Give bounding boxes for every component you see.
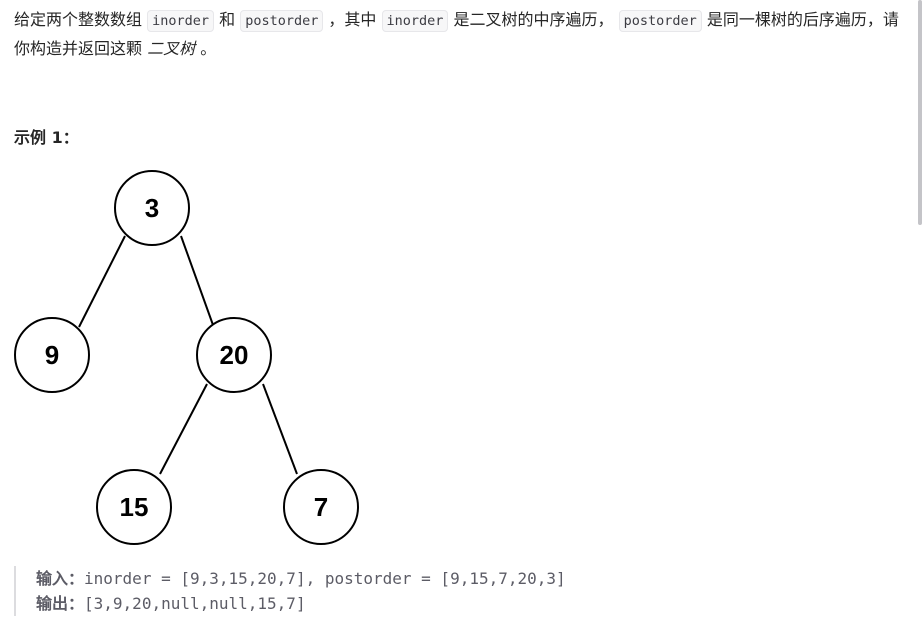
description-text: 是同一棵树的后序遍历，请你构造并返回这颗	[14, 10, 899, 58]
example-title: 示例 1：	[14, 128, 79, 147]
scrollbar-thumb[interactable]	[918, 0, 922, 225]
example-io-block: 输入：inorder = [9,3,15,20,7], postorder = …	[14, 566, 566, 616]
description-text: 。	[195, 39, 217, 58]
tree-node-circle	[114, 170, 190, 246]
tree-node-circle	[196, 317, 272, 393]
tree-node: 15	[96, 469, 172, 545]
problem-description: 给定两个整数数组 inorder 和 postorder ，其中 inorder…	[14, 6, 904, 62]
description-text: 是二叉树的中序遍历，	[448, 10, 619, 29]
description-text: 和	[214, 10, 241, 29]
binary-tree-diagram: 3 9 20 15 7	[14, 170, 359, 545]
inline-code-postorder: postorder	[618, 10, 702, 32]
input-value: inorder = [9,3,15,20,7], postorder = [9,…	[84, 569, 566, 588]
inline-code-postorder: postorder	[240, 10, 324, 32]
tree-edge	[159, 383, 208, 475]
inline-code-inorder: inorder	[381, 10, 449, 32]
tree-node-label: 3	[145, 193, 159, 223]
tree-node: 20	[196, 317, 272, 393]
tree-node-label: 20	[220, 340, 249, 370]
tree-edge	[262, 383, 298, 475]
example-output-line: 输出：[3,9,20,null,null,15,7]	[36, 591, 566, 616]
vertical-scrollbar[interactable]	[917, 0, 923, 633]
tree-node-label: 7	[314, 492, 328, 522]
input-label: 输入：	[36, 569, 85, 588]
tree-node-label: 15	[120, 492, 149, 522]
output-value: [3,9,20,null,null,15,7]	[84, 594, 306, 613]
tree-node: 7	[283, 469, 359, 545]
emphasis-binary-tree: 二叉树	[147, 39, 196, 58]
tree-node-circle	[96, 469, 172, 545]
description-text: ，其中	[323, 10, 382, 29]
tree-node-circle	[283, 469, 359, 545]
tree-node-label: 9	[45, 340, 59, 370]
tree-edge	[180, 235, 214, 326]
tree-node: 9	[14, 317, 90, 393]
output-label: 输出：	[36, 594, 85, 613]
tree-edge	[78, 235, 126, 328]
tree-node-circle	[14, 317, 90, 393]
tree-node: 3	[114, 170, 190, 246]
description-text: 给定两个整数数组	[14, 10, 148, 29]
example-input-line: 输入：inorder = [9,3,15,20,7], postorder = …	[36, 566, 566, 591]
inline-code-inorder: inorder	[147, 10, 214, 32]
